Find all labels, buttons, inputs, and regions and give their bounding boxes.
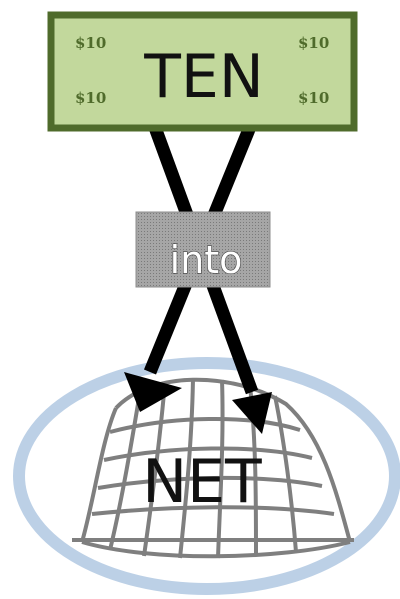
into-node-label: into: [170, 238, 243, 282]
ten-tag-bottom-left: $10: [75, 89, 106, 107]
ten-tag-top-left: $10: [75, 34, 106, 52]
ten-node[interactable]: $10 $10 $10 $10 TEN: [47, 11, 358, 132]
net-mesh-icon: [72, 377, 354, 559]
net-node-label: NET: [142, 447, 262, 517]
into-node[interactable]: into: [135, 211, 271, 288]
ten-node-label: TEN: [143, 42, 263, 112]
net-node[interactable]: NET: [13, 357, 400, 595]
ten-tag-top-right: $10: [298, 34, 329, 52]
arrowhead-left: [124, 372, 182, 412]
ten-node-box: [47, 11, 358, 132]
ten-tag-bottom-right: $10: [298, 89, 329, 107]
arrowhead-right: [232, 392, 272, 434]
into-node-box: [135, 211, 271, 288]
